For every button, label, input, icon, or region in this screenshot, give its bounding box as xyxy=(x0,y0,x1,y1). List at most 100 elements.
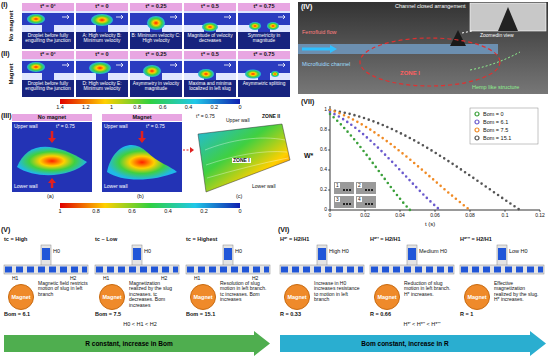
chart-legend: Bom = 0Bom = 6.1Bom = 7.5Bom = 15.1 xyxy=(473,110,511,142)
text-label: ZONE II xyxy=(262,114,280,119)
simulation-frames-no-magnet xyxy=(238,3,290,49)
simulation-frames-no-magnet xyxy=(184,3,236,49)
text-label: t* = 0.25 xyxy=(130,4,182,10)
simulation-frames-magnet xyxy=(22,51,74,97)
simulation-frames-no-magnet xyxy=(184,3,236,49)
text-label: 0.6 xyxy=(124,209,140,215)
experiment-photo xyxy=(470,3,546,31)
text-label: 0.4 xyxy=(310,167,327,172)
text-label: 0.06 xyxy=(425,213,445,218)
simulation-frames-magnet xyxy=(22,51,74,97)
simulation-frames-magnet xyxy=(238,51,290,97)
text-label: Upper wall xyxy=(226,118,250,123)
node-text: Magnet xyxy=(102,294,121,300)
arrow-body xyxy=(280,331,546,356)
decay-chart xyxy=(330,112,440,210)
legend-marker xyxy=(473,118,481,126)
cross-section-panels xyxy=(102,114,182,121)
text-label: H1 xyxy=(103,276,109,281)
channel-sketches xyxy=(370,245,454,274)
text-label: 0.8 xyxy=(129,105,145,111)
magnet-circle: Magnet xyxy=(190,284,216,310)
text-label: H1 xyxy=(194,276,200,281)
simulation-frames-no-magnet xyxy=(249,22,261,30)
text-label: 0.2 xyxy=(206,105,222,111)
text-label: H0 xyxy=(235,249,242,255)
text-label: 0.4 xyxy=(160,209,176,215)
experiment-photo xyxy=(330,45,337,53)
text-label: tc = High xyxy=(4,237,27,243)
legend-text: Bom = 6.1 xyxy=(483,119,508,125)
experiment-photo xyxy=(360,38,500,86)
text-label: Asymmetry in velocity magnitude xyxy=(131,81,181,91)
text-label: H1 xyxy=(12,276,18,281)
text-label: 0 xyxy=(320,213,340,218)
decay-chart xyxy=(330,106,540,210)
text-label: No magnet xyxy=(8,10,14,41)
decay-chart xyxy=(298,96,548,230)
legend-marker-dot xyxy=(475,128,479,132)
decay-chart xyxy=(334,196,354,208)
text-label: 0.02 xyxy=(355,213,375,218)
channel-sketches xyxy=(4,245,544,274)
experiment-photo xyxy=(298,2,548,94)
text-label: 1 xyxy=(52,209,68,215)
text-label: Magnet xyxy=(8,64,14,85)
legend-marker-dot xyxy=(475,120,479,124)
cross-section-panels xyxy=(107,145,177,180)
experiment-photo xyxy=(462,31,472,33)
simulation-frames-no-magnet xyxy=(22,3,74,49)
text-label: Lower wall xyxy=(14,184,38,189)
simulation-frames-no-magnet xyxy=(147,16,165,30)
legend-text: Bom = 15.1 xyxy=(483,135,511,141)
text-label: Lower wall xyxy=(252,184,276,189)
legend-marker xyxy=(473,134,481,142)
text-label: Medium H0 xyxy=(419,249,447,255)
simulation-frames-magnet xyxy=(76,51,128,97)
text-label: (IV) xyxy=(301,3,312,11)
simulation-frames-no-magnet xyxy=(130,3,182,49)
text-label: 4 xyxy=(357,197,362,202)
cross-section-panels xyxy=(48,138,56,143)
direction-arrow: R constant, increase in Bom xyxy=(4,331,270,356)
text-label: (a) xyxy=(47,194,54,200)
colorbar xyxy=(60,203,240,208)
text-label: 0.12 xyxy=(530,213,550,218)
simulation-frames-magnet xyxy=(89,62,111,74)
experiment-photo xyxy=(298,2,548,94)
simulation-frames-no-magnet xyxy=(267,22,279,30)
cross-section-panels xyxy=(183,150,191,151)
cross-section-panels xyxy=(198,124,290,192)
decay-chart xyxy=(356,196,376,208)
text-label: t* = 0.25 xyxy=(130,52,182,58)
text-label: Increase in H0 increases resistance to m… xyxy=(314,281,364,303)
text-label: Low H0 xyxy=(509,249,528,255)
legend-row: Bom = 15.1 xyxy=(473,134,511,142)
simulation-frames-magnet xyxy=(184,51,236,97)
text-label: (V) xyxy=(1,226,10,234)
text-label: Droplet before fully engulfing the junct… xyxy=(23,81,73,91)
text-label: (b) xyxy=(137,194,144,200)
magnet-circle: Magnet xyxy=(464,284,490,310)
text-label: t* = 0.75 xyxy=(56,124,75,129)
text-label: Magnet xyxy=(102,115,182,121)
node-text: Magnet xyxy=(377,294,396,300)
simulation-frames-no-magnet xyxy=(91,14,113,26)
text-label: Bom = 7.5 xyxy=(95,312,121,318)
text-label: R = 0.33 xyxy=(280,312,301,318)
text-label: (VI) xyxy=(278,226,289,234)
text-label: t* = 0 xyxy=(76,52,128,58)
text-label: Asymmetric splitting xyxy=(239,81,289,86)
simulation-frames-magnet xyxy=(130,51,182,97)
text-label: No magnet xyxy=(12,115,92,121)
text-label: tc = Highest xyxy=(186,237,217,243)
cross-section-panels xyxy=(102,122,182,192)
simulation-frames-no-magnet xyxy=(22,3,74,49)
simulation-frames-magnet xyxy=(27,62,45,72)
cross-section-panels xyxy=(12,114,290,192)
text-label: 1 xyxy=(335,183,340,188)
legend-marker xyxy=(473,126,481,134)
text-label: Bom = 6.1 xyxy=(4,312,30,318)
channel-sketches xyxy=(186,245,270,274)
experiment-photo xyxy=(498,7,518,31)
